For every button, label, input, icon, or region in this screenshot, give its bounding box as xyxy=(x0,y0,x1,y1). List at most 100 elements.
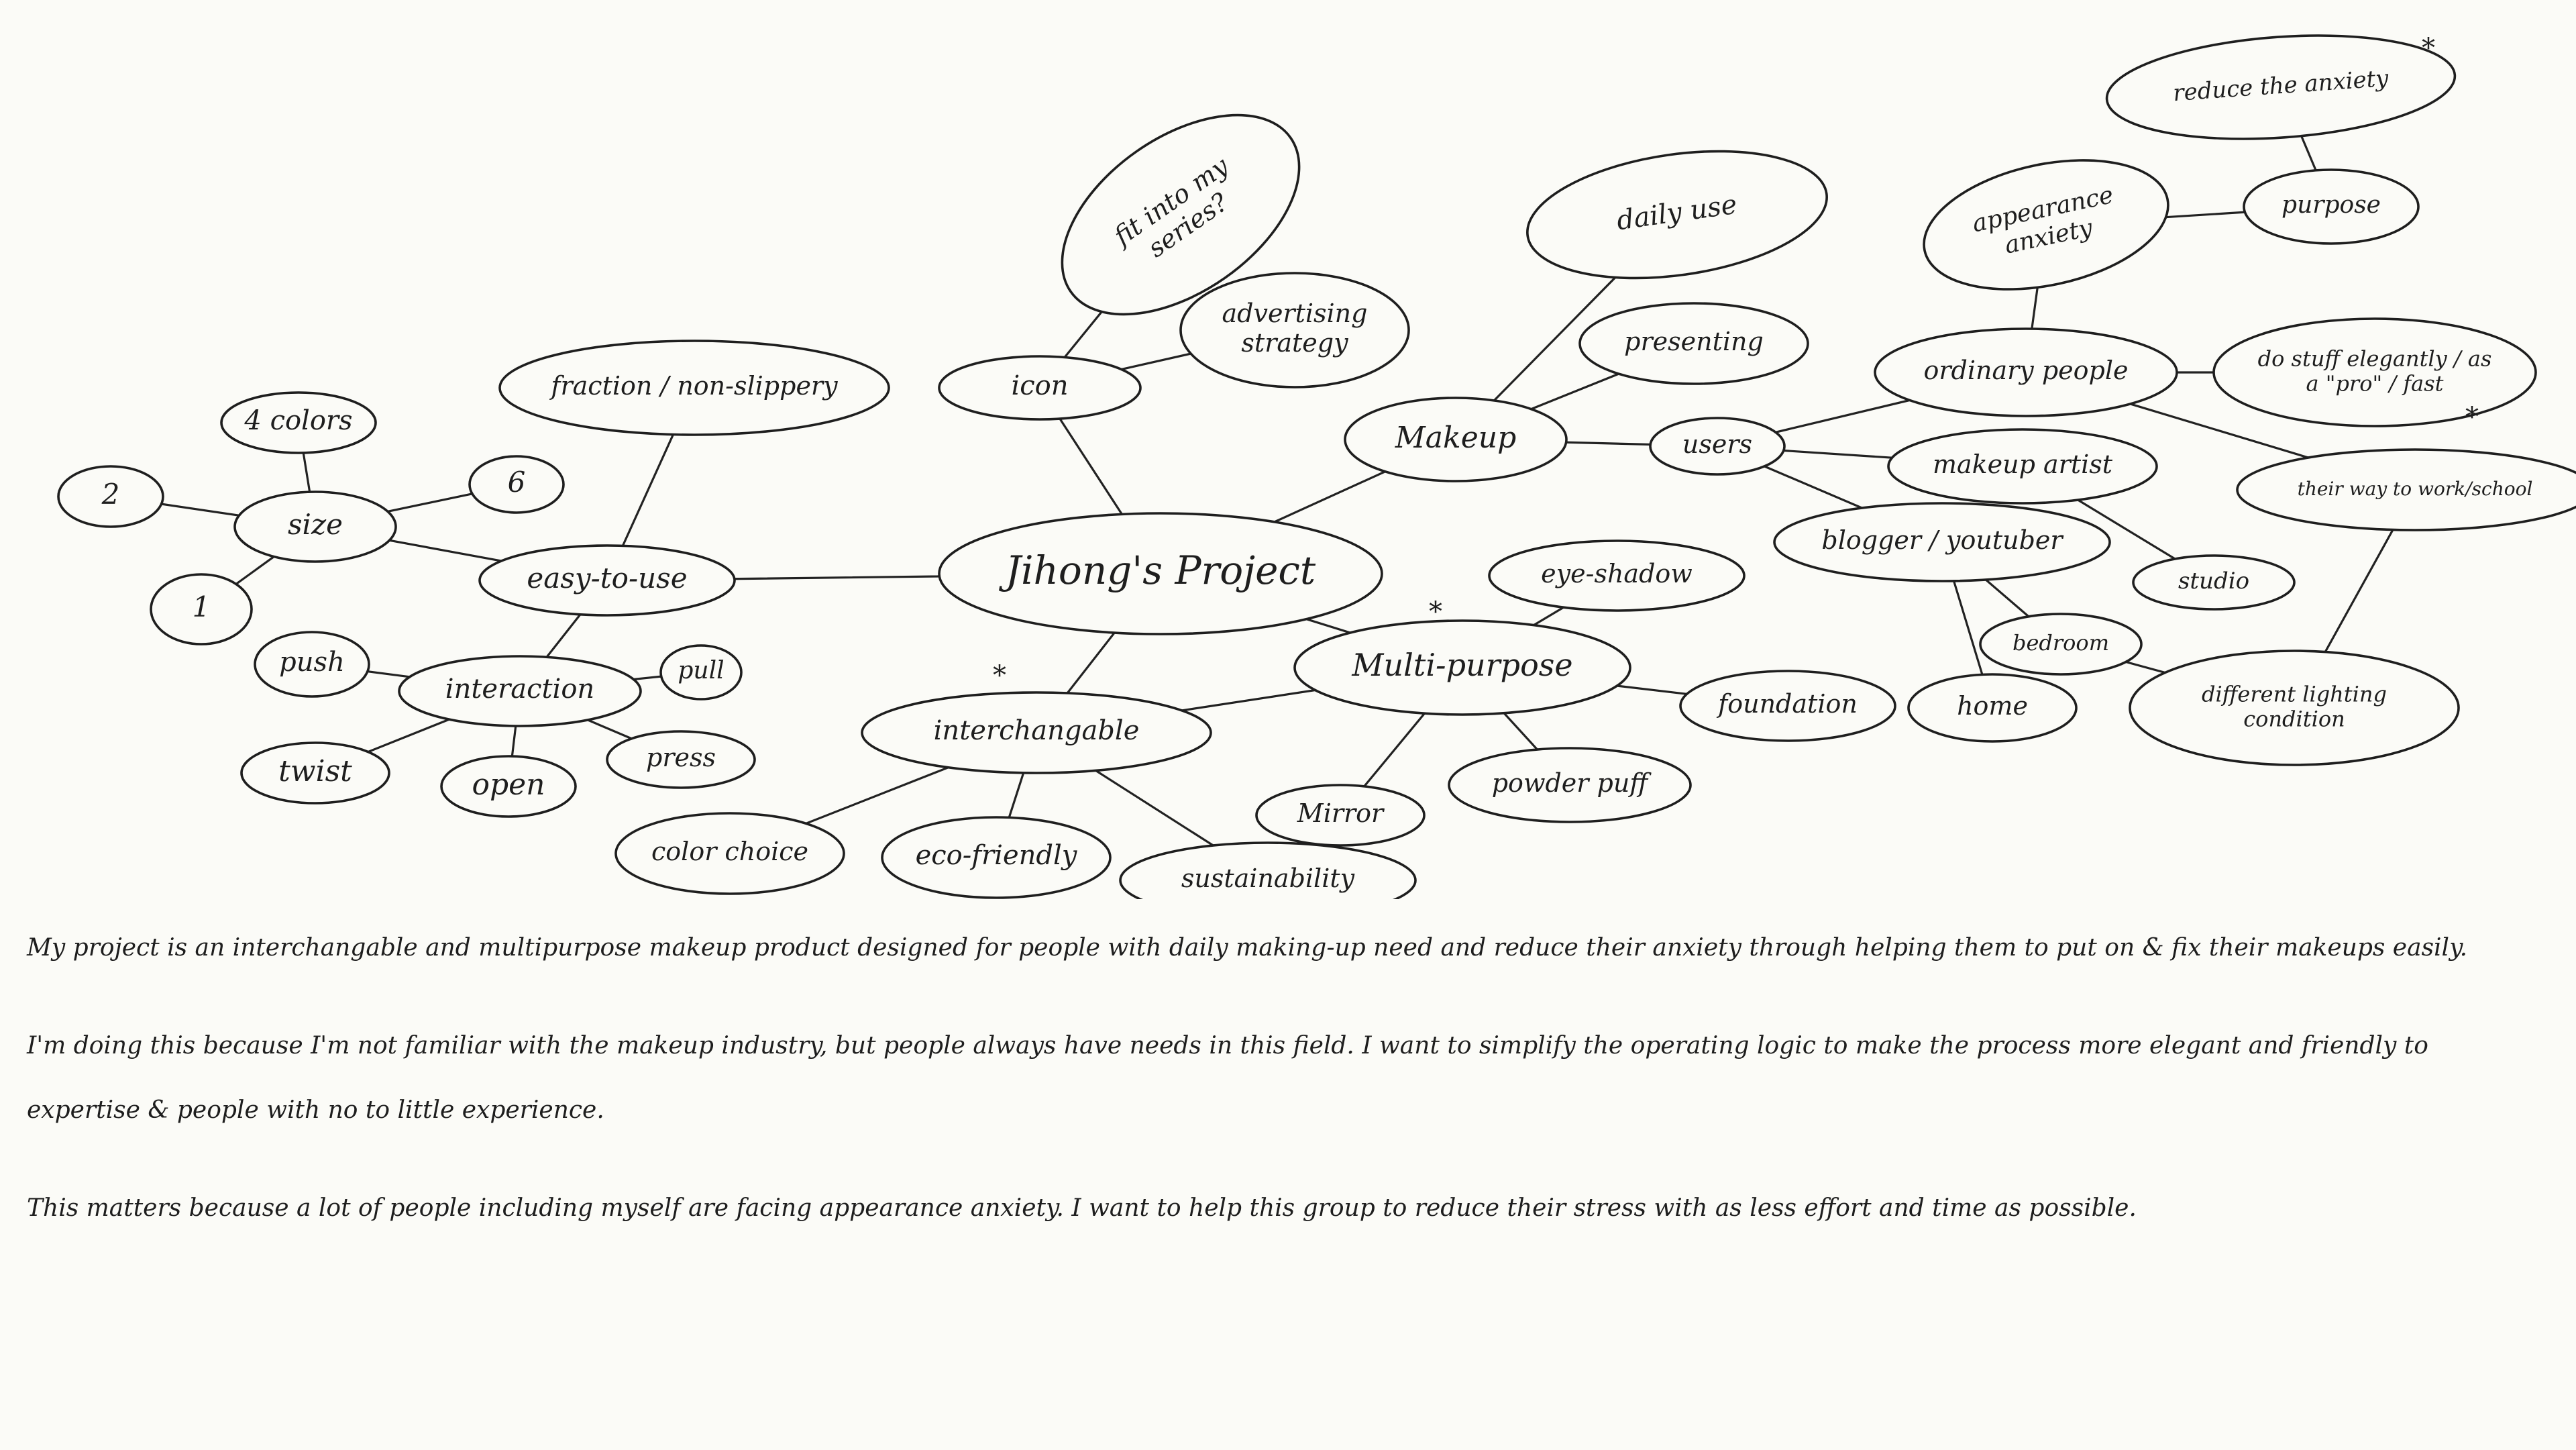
node-outline xyxy=(1578,302,1809,385)
node-label: push xyxy=(279,647,345,678)
node-outline xyxy=(1061,113,1301,316)
node-label: pull xyxy=(678,657,724,684)
node-label: bedroom xyxy=(2012,630,2109,656)
node-label: presenting xyxy=(1624,327,1764,356)
node-outline xyxy=(2105,34,2457,140)
node-label: color choice xyxy=(651,837,808,866)
node-easy: easy-to-use xyxy=(478,544,736,617)
node-label: powder puff xyxy=(1492,768,1652,798)
node-outline xyxy=(861,691,1212,774)
node-outline xyxy=(478,544,736,617)
node-outline xyxy=(254,631,370,698)
node-background xyxy=(862,692,1211,773)
node-background xyxy=(235,492,396,562)
node-outline xyxy=(1448,747,1692,823)
note-paragraph-3: This matters because a lot of people inc… xyxy=(27,1194,2137,1222)
node-background xyxy=(1650,418,1784,474)
node-press: press xyxy=(606,730,756,789)
node-background xyxy=(2106,36,2455,139)
node-outline xyxy=(2212,317,2537,427)
node-eco: eco-friendly xyxy=(881,816,1112,899)
node-blogger: blogger / youtuber xyxy=(1773,502,2111,582)
node-center: Jihong's Project xyxy=(938,512,1383,635)
node-background xyxy=(1062,115,1299,315)
node-outline xyxy=(1649,417,1786,476)
node-outline xyxy=(1907,673,2078,743)
node-appearance: appearanceanxiety xyxy=(1923,159,2169,291)
node-twist: twist xyxy=(240,741,390,805)
node-label: interchangable xyxy=(934,715,1140,746)
node-makeup: Makeup xyxy=(1344,397,1568,482)
node-outline xyxy=(1255,784,1426,847)
node-background xyxy=(607,731,755,788)
node-label: their way to work/school xyxy=(2298,478,2533,500)
node-background xyxy=(1924,160,2168,290)
node-background xyxy=(939,513,1382,634)
node-purpose: purpose xyxy=(2243,168,2420,245)
node-background xyxy=(1120,843,1415,899)
node-puff: powder puff xyxy=(1448,747,1692,823)
node-background xyxy=(1449,748,1690,822)
node-outline xyxy=(240,741,390,805)
node-label: icon xyxy=(1011,370,1068,401)
node-background xyxy=(1980,614,2141,674)
node-n2: 2 xyxy=(57,465,164,528)
node-colorchoice: color choice xyxy=(614,812,845,895)
node-ordinary: ordinary people xyxy=(1874,327,2178,417)
asterisk-mark: * xyxy=(2465,402,2479,433)
node-background xyxy=(939,356,1140,419)
note-paragraph-2: I'm doing this because I'm not familiar … xyxy=(27,1032,2428,1124)
node-sustain: sustainability xyxy=(1119,841,1417,899)
project-notes: My project is an interchangable and mult… xyxy=(27,916,2549,1274)
node-outline xyxy=(1923,159,2169,291)
node-label: Mirror xyxy=(1297,798,1385,828)
node-label: eye-shadow xyxy=(1541,559,1693,588)
node-artist: makeup artist xyxy=(1887,428,2158,505)
node-outline xyxy=(440,755,577,818)
node-background xyxy=(151,574,252,644)
node-background xyxy=(661,645,741,699)
node-reduce: reduce the anxiety xyxy=(2105,34,2457,140)
asterisk-mark: * xyxy=(993,660,1006,691)
node-bedroom: bedroom xyxy=(1979,613,2143,676)
node-label: easy-to-use xyxy=(527,562,687,594)
node-label: foundation xyxy=(1716,689,1858,719)
node-label: purpose xyxy=(2282,191,2381,219)
node-outline xyxy=(606,730,756,789)
node-label: studio xyxy=(2178,568,2249,594)
node-label: 2 xyxy=(101,478,120,511)
node-outline xyxy=(614,812,845,895)
node-outline xyxy=(659,644,743,701)
node-background xyxy=(480,546,735,615)
node-interaction: interaction xyxy=(398,655,642,727)
node-label: Jihong's Project xyxy=(999,548,1316,593)
node-outline xyxy=(938,355,1142,421)
node-background xyxy=(1580,303,1808,384)
node-background xyxy=(2214,319,2536,426)
node-foundation: foundation xyxy=(1679,670,1896,742)
node-pull: pull xyxy=(659,644,743,701)
note-paragraph-1: My project is an interchangable and mult… xyxy=(27,934,2468,962)
node-background xyxy=(221,393,376,453)
node-background xyxy=(441,756,576,817)
node-label: twist xyxy=(278,754,352,788)
node-label: users xyxy=(1682,429,1752,459)
node-background xyxy=(2244,170,2418,244)
node-background xyxy=(399,656,641,726)
node-background xyxy=(58,466,163,527)
node-n1: 1 xyxy=(150,573,253,645)
node-outline xyxy=(498,340,890,436)
node-label: 6 xyxy=(508,466,526,499)
node-background xyxy=(616,813,844,894)
node-outline xyxy=(938,512,1383,635)
node-outline xyxy=(2243,168,2420,245)
node-outline xyxy=(220,391,377,454)
node-label: open xyxy=(472,768,545,802)
node-background xyxy=(1256,785,1424,845)
node-label: press xyxy=(646,743,716,772)
node-background xyxy=(2130,651,2459,765)
node-background xyxy=(1489,541,1744,611)
